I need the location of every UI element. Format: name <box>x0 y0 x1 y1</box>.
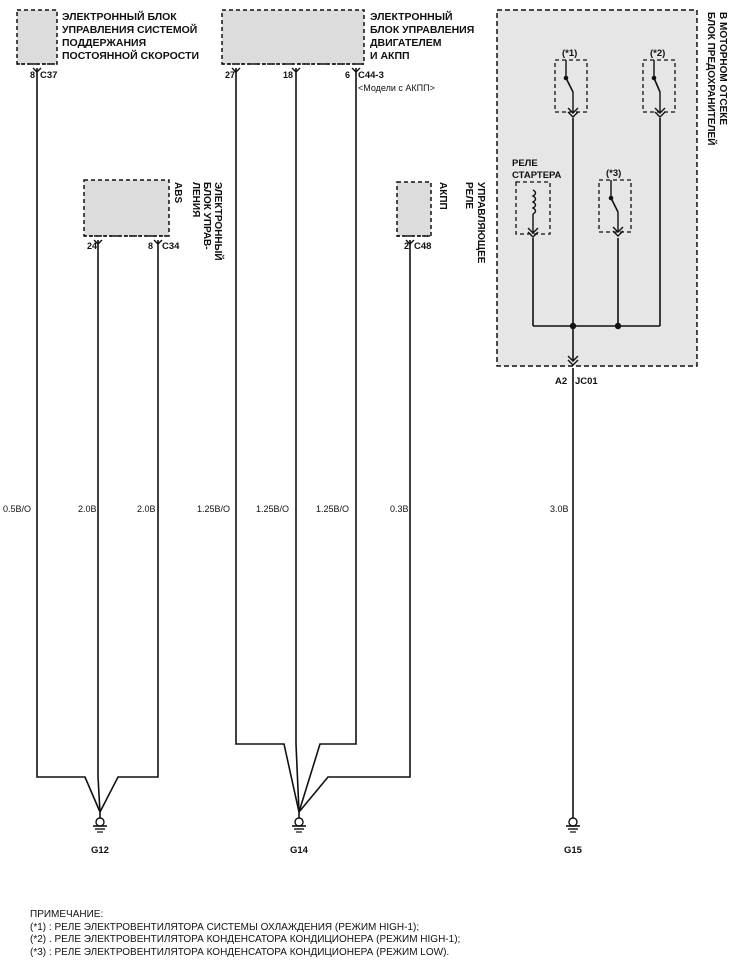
relay-2: (*2) <box>642 48 676 118</box>
notes-section: ПРИМЕЧАНИЕ: (*1) : РЕЛЕ ЭЛЕКТРОВЕНТИЛЯТО… <box>30 909 460 959</box>
abs-label-1: ЭЛЕКТРОННЫЙ <box>212 182 225 261</box>
ground-icon <box>291 811 307 833</box>
wire-label-2: 2.0B <box>78 504 97 514</box>
note-line-2: (*2) . РЕЛЕ ЭЛЕКТРОВЕНТИЛЯТОРА КОНДЕНСАТ… <box>30 934 461 945</box>
abs-label-4: ABS <box>172 182 183 203</box>
relay-2-mark: (*2) <box>650 48 665 59</box>
abs-label-3: ЛЕНИЯ <box>190 182 201 217</box>
pin-2: 2 <box>404 241 409 251</box>
ground-g14: G14 <box>290 811 309 856</box>
wire-label-3: 2.0B <box>137 504 156 514</box>
relay-1-mark: (*1) <box>562 48 577 59</box>
connector-jc01: JC01 <box>575 376 598 387</box>
note-line-3: (*3) : РЕЛЕ ЭЛЕКТРОВЕНТИЛЯТОРА КОНДЕНСАТ… <box>30 946 450 958</box>
abs-label-2: БЛОК УПРАВ- <box>201 182 212 250</box>
wires-g14 <box>231 67 415 813</box>
ground-g14-label: G14 <box>290 845 309 856</box>
coil-icon <box>531 189 537 215</box>
pin-24: 24 <box>87 241 97 251</box>
relay-3: (*3) <box>598 168 632 237</box>
connector-c37: C37 <box>40 70 57 81</box>
starter-label-2: СТАРТЕРА <box>512 170 562 181</box>
ground-g12-label: G12 <box>91 845 109 856</box>
cruise-unit-label-1: ЭЛЕКТРОННЫЙ БЛОК <box>62 10 177 23</box>
relay-label-3: АКПП <box>437 182 448 210</box>
connector-a2: A2 <box>555 376 567 387</box>
pin-8-abs: 8 <box>148 241 153 251</box>
engine-unit-label-4: И АКПП <box>370 50 410 62</box>
cruise-unit-label-4: ПОСТОЯННОЙ СКОРОСТИ <box>62 49 199 62</box>
notes-title: ПРИМЕЧАНИЕ: <box>30 909 104 920</box>
ground-g12: G12 <box>91 811 109 856</box>
engine-control-unit: ЭЛЕКТРОННЫЙ БЛОК УПРАВЛЕНИЯ ДВИГАТЕЛЕМ И… <box>221 9 474 93</box>
engine-unit-label-2: БЛОК УПРАВЛЕНИЯ <box>370 24 474 36</box>
wire-label-4: 1.25B/O <box>197 504 230 514</box>
ground-icon <box>92 811 108 833</box>
pin-6: 6 <box>345 70 350 80</box>
wire-label-1: 0.5B/O <box>3 504 31 514</box>
cruise-unit-label-3: ПОДДЕРЖАНИЯ <box>62 37 146 49</box>
ground-g15: G15 <box>564 811 583 856</box>
relay-1: (*1) <box>554 48 588 118</box>
at-control-relay: АКПП УПРАВЛЯЮЩЕЕ РЕЛЕ 2 C48 <box>396 181 486 264</box>
pin-8-cruise: 8 <box>30 70 35 80</box>
engine-unit-label-3: ДВИГАТЕЛЕМ <box>370 37 442 49</box>
pin-27: 27 <box>225 70 235 80</box>
connector-c44-3: C44-3 <box>358 70 384 81</box>
cruise-unit-label-2: УПРАВЛЕНИЯ СИСТЕМОЙ <box>62 23 197 36</box>
engine-unit-label-1: ЭЛЕКТРОННЫЙ <box>370 10 453 23</box>
cruise-control-unit: ЭЛЕКТРОННЫЙ БЛОК УПРАВЛЕНИЯ СИСТЕМОЙ ПОД… <box>16 9 199 81</box>
fusebox-label-2: В МОТОРНОМ ОТСЕКЕ <box>717 12 728 125</box>
relay-3-mark: (*3) <box>606 168 621 179</box>
connector-c34: C34 <box>162 241 180 252</box>
note-line-1: (*1) : РЕЛЕ ЭЛЕКТРОВЕНТИЛЯТОРА СИСТЕМЫ О… <box>30 921 420 933</box>
engine-unit-note: <Модели с АКПП> <box>358 83 435 93</box>
wires-g12 <box>32 67 163 813</box>
wire-label-5: 1.25B/O <box>256 504 289 514</box>
wire-label-7: 0.3B <box>390 504 409 514</box>
wire-label-6: 1.25B/O <box>316 504 349 514</box>
abs-control-unit: ABS ЭЛЕКТРОННЫЙ БЛОК УПРАВ- ЛЕНИЯ 24 8 C… <box>83 179 225 261</box>
starter-relay: РЕЛЕ СТАРТЕРА <box>512 158 562 238</box>
engine-fuse-box: БЛОК ПРЕДОХРАНИТЕЛЕЙ В МОТОРНОМ ОТСЕКЕ (… <box>496 9 728 367</box>
wire-label-8: 3.0B <box>550 504 569 514</box>
ground-icon <box>565 811 581 833</box>
relay-label-2: РЕЛЕ <box>463 182 474 209</box>
ground-g15-label: G15 <box>564 845 583 856</box>
fusebox-label-1: БЛОК ПРЕДОХРАНИТЕЛЕЙ <box>705 12 718 145</box>
relay-label-1: УПРАВЛЯЮЩЕЕ <box>475 182 486 264</box>
pin-18: 18 <box>283 70 293 80</box>
connector-c48: C48 <box>414 241 431 252</box>
starter-label-1: РЕЛЕ <box>512 158 538 169</box>
